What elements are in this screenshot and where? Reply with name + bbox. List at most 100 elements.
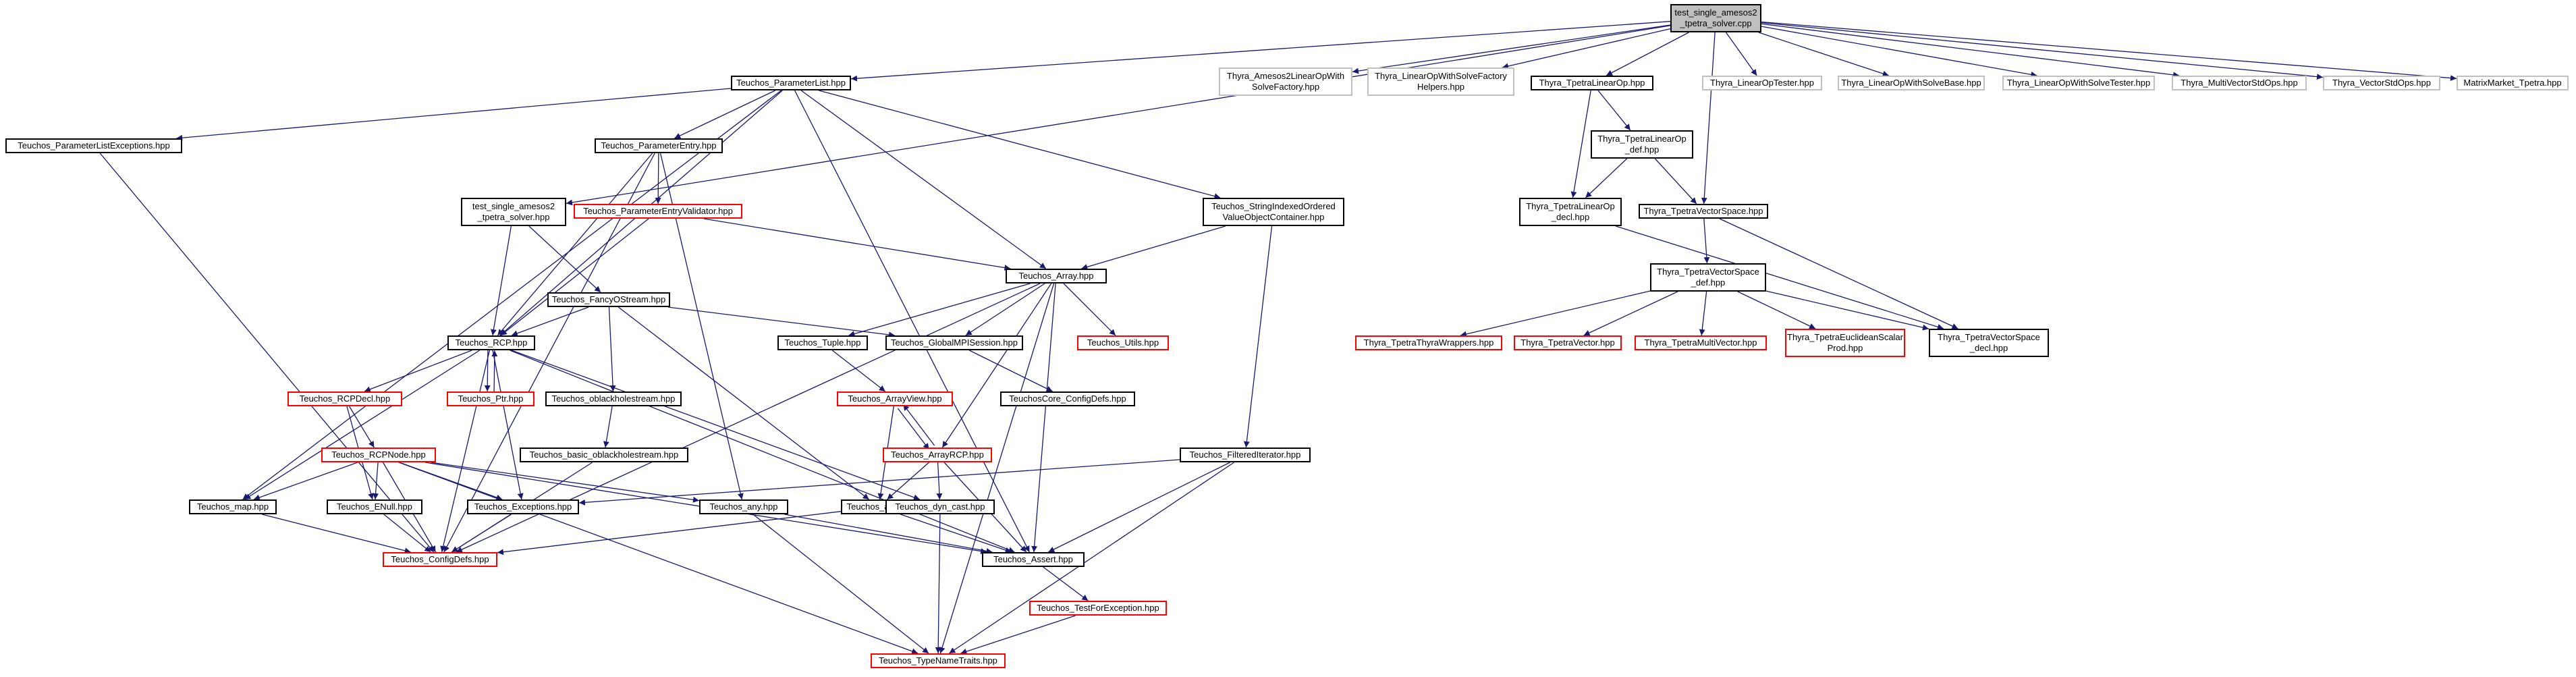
node-hpp[interactable]: test_single_amesos2 _tpetra_solver.hpp xyxy=(461,198,566,226)
node-plist[interactable]: Teuchos_ParameterList.hpp xyxy=(731,76,851,90)
node-any[interactable]: Teuchos_any.hpp xyxy=(699,499,788,514)
node-arcp[interactable]: Teuchos_ArrayRCP.hpp xyxy=(883,448,992,462)
node-filt[interactable]: Teuchos_FilteredIterator.hpp xyxy=(1180,448,1311,462)
edge-array-to-tuple xyxy=(848,283,1031,337)
edge-tplinopdef-to-tpvs xyxy=(1654,158,1697,205)
edge-pev-to-array xyxy=(703,218,1011,271)
edge-root-to-amlows xyxy=(1352,24,1671,74)
edge-dyn-to-tnt xyxy=(935,514,941,654)
edge-rcp-to-dyn xyxy=(511,350,921,501)
edge-tuple-to-arrayview xyxy=(831,350,886,392)
edge-enull-to-cfg xyxy=(383,514,431,553)
edge-filt-to-assert xyxy=(1048,462,1230,553)
edge-root-to-lowshelp xyxy=(1502,28,1671,70)
node-tpmv[interactable]: Thyra_TpetraMultiVector.hpp xyxy=(1635,335,1767,350)
edge-filt-to-exc xyxy=(578,459,1180,506)
edge-root-to-vstd xyxy=(1761,22,2324,80)
node-pev[interactable]: Teuchos_ParameterEntryValidator.hpp xyxy=(574,204,742,219)
edge-fancy-to-oblack xyxy=(608,306,616,392)
edge-as-to-cfg xyxy=(497,511,842,556)
edge-array-to-gmpi xyxy=(965,283,1045,336)
edge-array-to-arcp xyxy=(941,283,1052,448)
node-lotester[interactable]: Thyra_LinearOpTester.hpp xyxy=(1702,76,1822,90)
edge-tpvsdef-to-tpmv xyxy=(1699,291,1707,336)
edge-sioc-to-filt xyxy=(1243,225,1273,448)
node-tuple[interactable]: Teuchos_Tuple.hpp xyxy=(777,335,868,350)
edge-rcpdecl-to-rcpnode xyxy=(349,406,375,448)
edge-plist-to-array xyxy=(800,90,1047,269)
node-tplinopdef[interactable]: Thyra_TpetraLinearOp _def.hpp xyxy=(1591,130,1693,159)
edge-tpvsdef-to-tptw xyxy=(1460,290,1651,337)
node-utils[interactable]: Teuchos_Utils.hpp xyxy=(1077,335,1169,350)
edge-pev-to-rcp xyxy=(500,218,649,336)
node-tpesp[interactable]: Thyra_TpetraEuclideanScalar Prod.hpp xyxy=(1785,329,1905,357)
node-boblack[interactable]: Teuchos_basic_oblackholestream.hpp xyxy=(520,448,688,462)
node-oblack[interactable]: Teuchos_oblackholestream.hpp xyxy=(545,391,682,406)
node-rcp[interactable]: Teuchos_RCP.hpp xyxy=(447,335,535,350)
edge-fancy-to-rcp xyxy=(511,306,589,337)
node-lowsbase[interactable]: Thyra_LinearOpWithSolveBase.hpp xyxy=(1838,76,1985,90)
node-tplinop[interactable]: Thyra_TpetraLinearOp.hpp xyxy=(1531,76,1653,90)
node-gmpi[interactable]: Teuchos_GlobalMPISession.hpp xyxy=(885,335,1023,350)
edge-tfe-to-tnt xyxy=(960,615,1076,655)
edge-hpp-to-rcp xyxy=(490,225,512,336)
edge-root-to-tplinop xyxy=(1606,32,1689,76)
edge-root-to-mvstd xyxy=(1761,23,2180,78)
node-tpvs[interactable]: Thyra_TpetraVectorSpace.hpp xyxy=(1639,204,1768,219)
node-ccd[interactable]: TeuchosCore_ConfigDefs.hpp xyxy=(1000,391,1135,406)
node-tplinopdecl[interactable]: Thyra_TpetraLinearOp _decl.hpp xyxy=(1519,198,1622,226)
node-fancy[interactable]: Teuchos_FancyOStream.hpp xyxy=(547,292,670,307)
node-map[interactable]: Teuchos_map.hpp xyxy=(189,499,277,514)
node-tnt[interactable]: Teuchos_TypeNameTraits.hpp xyxy=(871,653,1006,668)
edge-map-to-cfg xyxy=(262,514,411,554)
node-ptr[interactable]: Teuchos_Ptr.hpp xyxy=(447,391,535,406)
edge-array-to-utils xyxy=(1063,283,1116,336)
edge-tplinopdecl-to-tpvsdecl xyxy=(1615,225,1944,330)
node-tfe[interactable]: Teuchos_TestForException.hpp xyxy=(1029,601,1167,616)
node-tpvsdecl[interactable]: Thyra_TpetraVectorSpace _decl.hpp xyxy=(1929,329,2049,357)
edge-tpvs-to-tpvsdecl xyxy=(1719,218,1958,329)
edge-ptr-to-rcp xyxy=(491,350,498,392)
node-amlows[interactable]: Thyra_Amesos2LinearOpWith SolveFactory.h… xyxy=(1219,67,1352,96)
node-pentry[interactable]: Teuchos_ParameterEntry.hpp xyxy=(595,138,723,153)
node-lowstester[interactable]: Thyra_LinearOpWithSolveTester.hpp xyxy=(2002,76,2155,90)
edge-filt-to-tnt xyxy=(949,462,1234,654)
node-cfg[interactable]: Teuchos_ConfigDefs.hpp xyxy=(383,552,497,567)
node-enull[interactable]: Teuchos_ENull.hpp xyxy=(327,499,422,514)
edge-root-to-lowstester xyxy=(1761,26,2037,78)
node-lowshelp[interactable]: Thyra_LinearOpWithSolveFactory Helpers.h… xyxy=(1367,67,1514,96)
edge-pentry-to-cfg xyxy=(443,153,655,553)
edge-root-to-tpvs xyxy=(1701,32,1716,205)
node-arrayview[interactable]: Teuchos_ArrayView.hpp xyxy=(837,391,953,406)
node-mmtp[interactable]: MatrixMarket_Tpetra.hpp xyxy=(2457,76,2569,90)
edge-exc-to-cfg xyxy=(451,514,512,553)
edge-arrayview-to-arcp xyxy=(897,408,930,450)
node-tpvsdef[interactable]: Thyra_TpetraVectorSpace _def.hpp xyxy=(1650,263,1766,292)
node-vstd[interactable]: Thyra_VectorStdOps.hpp xyxy=(2323,76,2440,90)
node-tptw[interactable]: Thyra_TpetraThyraWrappers.hpp xyxy=(1355,335,1502,350)
edge-array-to-assert xyxy=(1031,283,1056,553)
edge-hpp-to-fancy xyxy=(528,225,601,293)
edge-fancy-to-as xyxy=(618,306,870,500)
node-assert[interactable]: Teuchos_Assert.hpp xyxy=(982,552,1085,567)
edge-tpvsdef-to-tpvec xyxy=(1583,291,1678,336)
node-rcpnode[interactable]: Teuchos_RCPNode.hpp xyxy=(321,448,436,462)
edge-sioc-to-array xyxy=(1081,225,1226,270)
edge-rcp-to-assert xyxy=(510,350,1015,553)
node-root[interactable]: test_single_amesos2 _tpetra_solver.cpp xyxy=(1670,4,1761,32)
node-sioc[interactable]: Teuchos_StringIndexedOrdered ValueObject… xyxy=(1203,198,1344,226)
node-plexc[interactable]: Teuchos_ParameterListExceptions.hpp xyxy=(5,138,182,153)
edge-gmpi-to-ccd xyxy=(969,350,1053,392)
node-tpvec[interactable]: Thyra_TpetraVector.hpp xyxy=(1514,335,1622,350)
edge-tpvsdef-to-tpvsdecl xyxy=(1765,290,1929,331)
edge-tpvs-to-tpvsdef xyxy=(1703,218,1710,264)
node-exc[interactable]: Teuchos_Exceptions.hpp xyxy=(467,499,579,514)
node-rcpdecl[interactable]: Teuchos_RCPDecl.hpp xyxy=(287,391,402,406)
edge-rcpnode-to-enull xyxy=(373,462,379,500)
edge-rcp-to-map xyxy=(244,350,481,500)
edge-plist-to-sioc xyxy=(819,90,1221,200)
edge-arcp-to-as xyxy=(886,462,930,500)
node-array[interactable]: Teuchos_Array.hpp xyxy=(1006,269,1107,283)
node-dyn[interactable]: Teuchos_dyn_cast.hpp xyxy=(885,499,995,514)
node-mvstd[interactable]: Thyra_MultiVectorStdOps.hpp xyxy=(2172,76,2307,90)
